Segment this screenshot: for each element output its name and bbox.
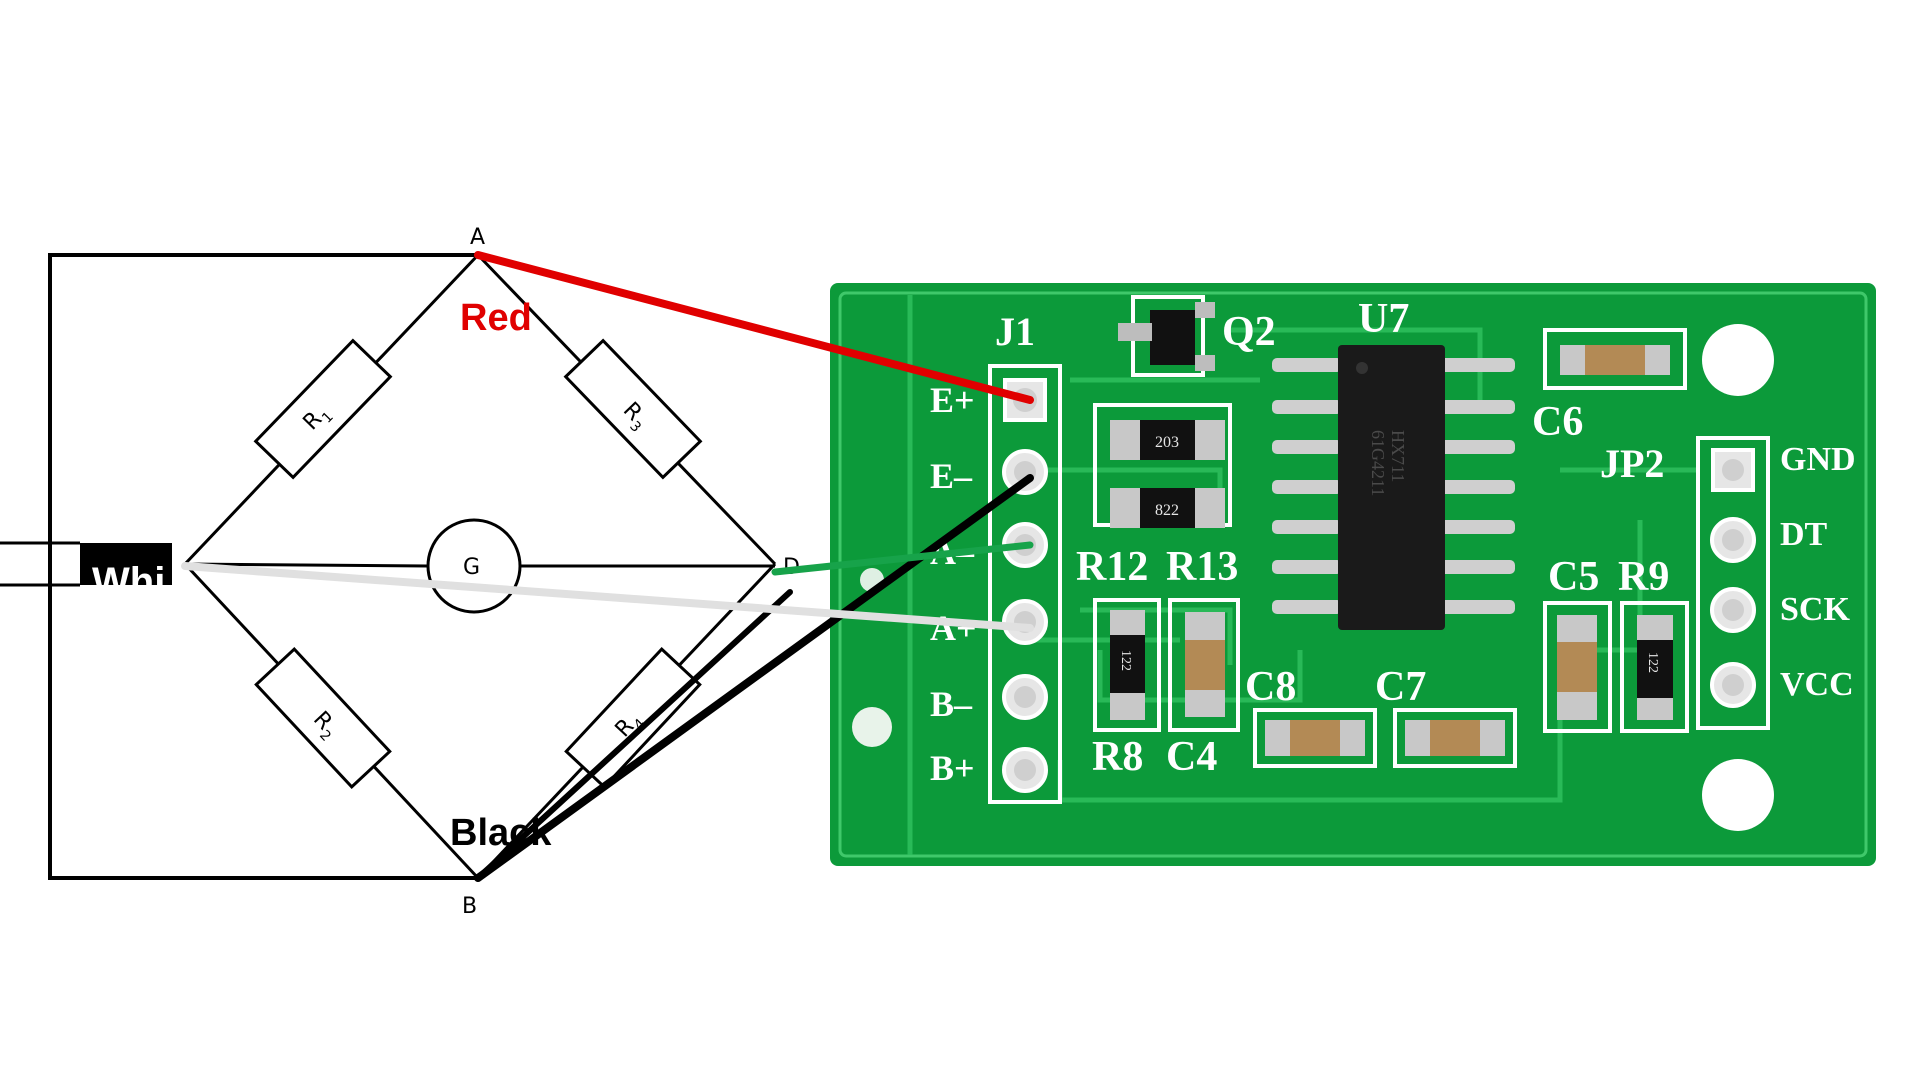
jp2-pin-sck: SCK [1780,591,1850,628]
r8-resistor: 122 R8 [1092,598,1161,780]
red-wire-label: Red [460,297,532,339]
wires [181,251,1034,882]
chip-marking-line-2: 61G4211 [1368,430,1388,496]
wire-labels: Whi Red Black [80,297,552,854]
r8-label: R8 [1092,734,1143,780]
resistor-r3-box [563,338,703,480]
mounting-hole-small [852,707,892,747]
j1-pin-b-minus: B– [930,684,973,724]
mounting-hole [1702,324,1774,396]
q2-transistor: Q2 [1118,295,1276,377]
j1-pin-e-minus: E– [930,456,973,496]
mounting-hole [1702,759,1774,831]
black-wire-b [475,589,793,881]
r9-label: R9 [1618,554,1669,600]
hx711-board: J1 E+ E– A– A+ B– B+ Q2 [830,283,1876,866]
resistor-r2-box [254,646,392,790]
node-b-label: B [462,894,477,919]
meter-label: G [463,555,480,580]
u7-label: U7 [1358,296,1409,342]
c6-label: C6 [1532,399,1583,445]
outer-wire-left [48,253,478,880]
c5-capacitor: C5 [1543,554,1612,733]
black-wire-e-minus [474,474,1034,882]
r9-marking: 122 [1645,652,1660,673]
c7-capacitor: C7 [1375,664,1517,768]
resistor-203-marking: 203 [1155,434,1179,451]
c7-label: C7 [1375,664,1426,710]
red-wire [474,251,1034,404]
jp2-connector: JP2 GND DT SCK VCC [1600,436,1856,730]
resistor-r4-box [564,646,702,790]
r8-marking: 122 [1118,650,1133,671]
black-wire-label: Black [450,812,552,854]
r9-resistor: R9 122 [1618,554,1689,733]
white-label-background [80,543,172,585]
c4-capacitor: C4 [1166,598,1240,780]
jp2-pin-dt: DT [1780,516,1828,553]
c5-label: C5 [1548,554,1599,600]
green-wire [771,541,1034,576]
j1-pin-b-plus: B+ [930,748,975,788]
c6-capacitor: C6 [1532,328,1687,445]
q2-label: Q2 [1222,309,1276,355]
resistor-r1-box [253,338,393,480]
c8-capacitor: C8 [1245,664,1377,768]
j1-label: J1 [995,309,1035,354]
chip-marking-line-1: HX711 [1388,430,1408,482]
white-wire-label: Whi [92,560,165,604]
u7-chip: U7 HX711 61G4211 [1272,296,1515,630]
jp2-pin-vcc: VCC [1780,666,1854,703]
c8-label: C8 [1245,664,1296,710]
r13-label: R13 [1166,544,1238,590]
resistor-822-marking: 822 [1155,502,1179,519]
j1-pin-a-plus: A+ [930,608,977,648]
j1-connector-outline [988,364,1062,804]
c4-label: C4 [1166,734,1217,780]
r12-label: R12 [1076,544,1148,590]
resistor-203-block: 203 822 [1093,403,1232,528]
jp2-label: JP2 [1600,441,1664,486]
jp2-pin-gnd: GND [1780,441,1856,478]
node-a-label: A [470,225,485,250]
white-wire [181,562,1034,632]
